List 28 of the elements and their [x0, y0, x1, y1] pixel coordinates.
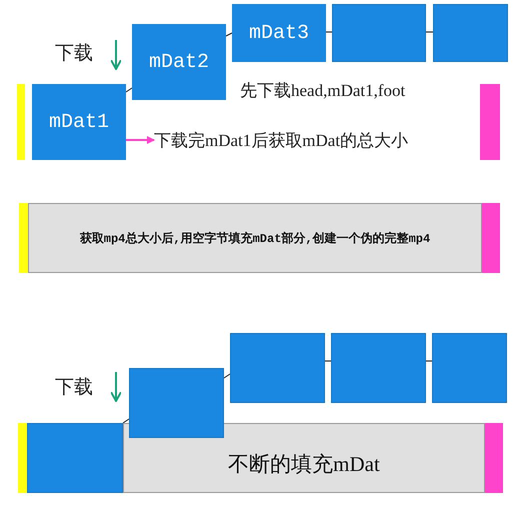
data-block: [27, 423, 123, 493]
connector-line: [224, 374, 230, 378]
text-label: 下载: [55, 42, 93, 66]
data-block: [230, 333, 325, 403]
data-block: [331, 333, 426, 403]
connector-line: [426, 360, 432, 362]
start-marker-bar: [17, 84, 25, 160]
arrow: [126, 136, 155, 144]
end-marker-bar: [482, 203, 500, 273]
text-label: 先下载head,mDat1,foot: [240, 80, 406, 102]
text-label: 下载: [55, 376, 93, 400]
placeholder-bar: 获取mp4总大小后,用空字节填充mDat部分,创建一个伪的完整mp4: [28, 203, 482, 273]
end-marker-bar: [485, 423, 503, 493]
data-block: mDat1: [32, 84, 126, 160]
connector-line: [324, 360, 332, 362]
connector-line: [122, 418, 130, 424]
step-text: 下载完mDat1后获取mDat的总大小: [154, 127, 472, 153]
data-block: mDat3: [232, 4, 326, 62]
data-block: [433, 4, 508, 62]
end-marker-bar: [480, 84, 500, 160]
data-block: [432, 333, 507, 403]
connector-line: [126, 88, 132, 92]
data-block: [332, 4, 426, 62]
placeholder-bar: 不断的填充mDat: [123, 423, 485, 493]
start-marker-bar: [18, 423, 27, 493]
data-block: [129, 368, 224, 438]
data-block: mDat2: [132, 24, 226, 100]
start-marker-bar: [19, 203, 28, 273]
